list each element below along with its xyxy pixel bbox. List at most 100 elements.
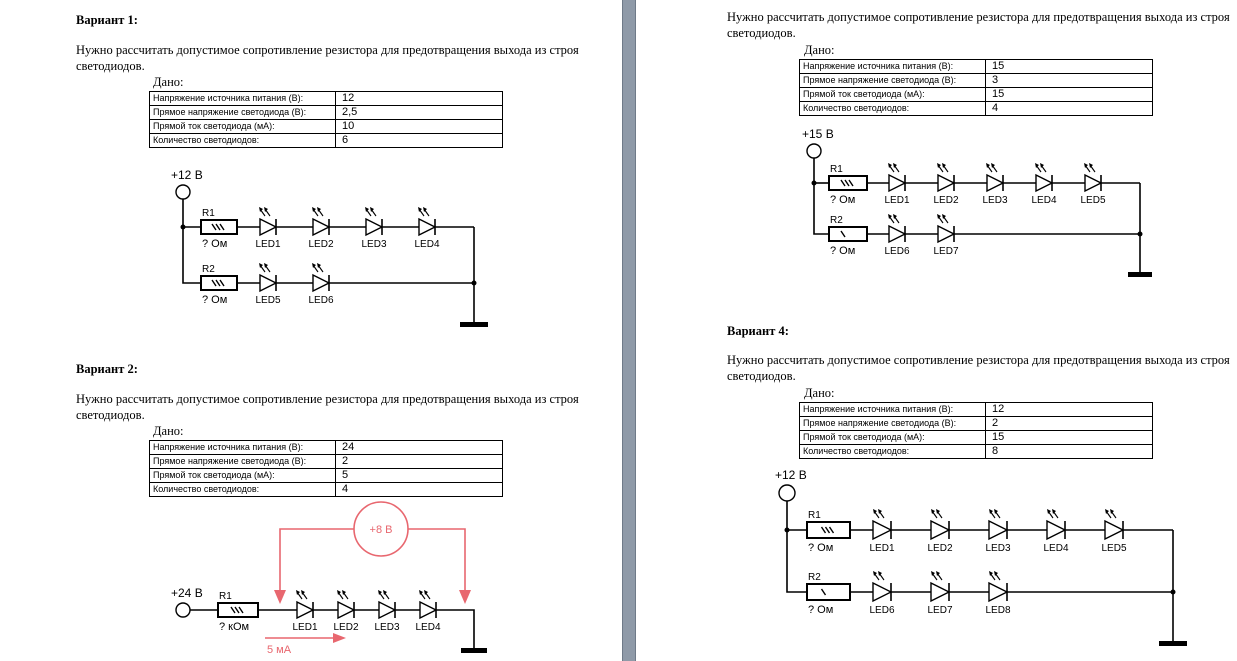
led-label: LED3 bbox=[361, 239, 386, 250]
light-arrowhead-icon bbox=[383, 590, 387, 595]
led-label: LED8 bbox=[985, 605, 1010, 616]
wire bbox=[786, 501, 807, 593]
table-row: Напряжение источника питания (В):12 bbox=[149, 91, 503, 106]
resistor-hatch bbox=[828, 526, 835, 534]
light-arrowhead-icon bbox=[873, 509, 877, 514]
resistor-hatch bbox=[820, 588, 827, 596]
variant-4-title: Вариант 4: bbox=[727, 324, 789, 338]
junction-dot bbox=[180, 224, 186, 230]
light-arrowhead-icon bbox=[259, 263, 263, 268]
table-row: Количество светодиодов:6 bbox=[149, 133, 503, 148]
supply-label: +15 В bbox=[802, 127, 834, 141]
wire bbox=[279, 528, 354, 590]
resistor-hatch bbox=[844, 179, 850, 187]
led-label: LED1 bbox=[292, 622, 317, 633]
led-label: LED3 bbox=[374, 622, 399, 633]
page-gutter bbox=[622, 0, 636, 661]
led-icon bbox=[1046, 519, 1067, 541]
table-row: Прямое напряжение светодиода (В):2 bbox=[799, 416, 1153, 431]
junction-dot bbox=[1170, 589, 1176, 595]
led-label: LED5 bbox=[255, 295, 280, 306]
ground-icon bbox=[460, 322, 488, 327]
resistor-value: ? Ом bbox=[830, 245, 855, 257]
led-icon bbox=[930, 581, 951, 603]
light-arrowhead-icon bbox=[301, 590, 305, 595]
light-arrowhead-icon bbox=[1040, 163, 1044, 168]
variant-1-given-label: Дано: bbox=[153, 75, 184, 89]
resistor-name: R2 bbox=[808, 572, 821, 583]
document-page-left: Вариант 1: Нужно рассчитать допустимое с… bbox=[76, 13, 579, 656]
led-icon bbox=[872, 519, 893, 541]
led-label: LED5 bbox=[1101, 543, 1126, 554]
resistor-hatch bbox=[234, 606, 240, 614]
table-row: Напряжение источника питания (В):24 bbox=[149, 440, 503, 455]
ground-icon bbox=[461, 648, 487, 653]
led-label: LED1 bbox=[884, 195, 909, 206]
table-row: Прямой ток светодиода (мА):5 bbox=[149, 468, 503, 483]
variant-4-task: Нужно рассчитать допустимое сопротивлени… bbox=[727, 353, 1230, 383]
supply-terminal bbox=[778, 484, 796, 502]
resistor-hatch bbox=[840, 179, 846, 187]
light-arrowhead-icon bbox=[259, 207, 263, 212]
current-label: 5 мА bbox=[267, 644, 292, 656]
led-icon bbox=[1084, 173, 1103, 193]
resistor-hatch bbox=[211, 223, 217, 231]
junction-dot bbox=[471, 280, 477, 286]
resistor-body bbox=[806, 583, 851, 601]
variant-3-given-label: Дано: bbox=[804, 43, 835, 57]
light-arrowhead-icon bbox=[1035, 163, 1039, 168]
param-value: 4 bbox=[335, 482, 503, 497]
light-arrowhead-icon bbox=[936, 509, 940, 514]
light-arrowhead-icon bbox=[1084, 163, 1088, 168]
light-arrowhead-icon bbox=[994, 571, 998, 576]
resistor-hatch bbox=[238, 606, 244, 614]
light-arrowhead-icon bbox=[424, 590, 428, 595]
led-icon bbox=[937, 173, 956, 193]
led-icon bbox=[259, 273, 278, 293]
led-icon bbox=[419, 600, 438, 620]
light-arrowhead-icon bbox=[337, 590, 341, 595]
voltage-drop-label: +8 В bbox=[370, 524, 393, 536]
light-arrowhead-icon bbox=[317, 263, 321, 268]
light-arrowhead-icon bbox=[317, 207, 321, 212]
led-icon bbox=[259, 217, 278, 237]
light-arrowhead-icon bbox=[893, 214, 897, 219]
light-arrowhead-icon bbox=[264, 263, 268, 268]
light-arrowhead-icon bbox=[419, 590, 423, 595]
variant-2-given-label: Дано: bbox=[153, 424, 184, 438]
table-row: Напряжение источника питания (В):15 bbox=[799, 59, 1153, 74]
table-row: Напряжение источника питания (В):12 bbox=[799, 402, 1153, 417]
led-label: LED7 bbox=[927, 605, 952, 616]
led-label: LED6 bbox=[884, 246, 909, 257]
resistor-body bbox=[806, 521, 851, 539]
arrow-right-icon bbox=[333, 633, 346, 643]
light-arrowhead-icon bbox=[264, 207, 268, 212]
led-label: LED4 bbox=[415, 622, 440, 633]
resistor-value: ? Ом bbox=[808, 542, 833, 554]
light-arrowhead-icon bbox=[937, 163, 941, 168]
resistor-name: R2 bbox=[830, 215, 843, 226]
variant-2-given-table: Напряжение источника питания (В):24 Прям… bbox=[149, 440, 503, 497]
led-label: LED2 bbox=[333, 622, 358, 633]
resistor-value: ? Ом bbox=[202, 238, 227, 250]
junction-dot bbox=[811, 180, 817, 186]
light-arrowhead-icon bbox=[989, 571, 993, 576]
arrow-down-icon bbox=[459, 590, 471, 604]
param-value: 6 bbox=[335, 133, 503, 148]
light-arrowhead-icon bbox=[931, 509, 935, 514]
led-label: LED2 bbox=[933, 195, 958, 206]
ground-icon bbox=[1159, 641, 1187, 646]
table-row: Количество светодиодов:8 bbox=[799, 444, 1153, 459]
led-label: LED4 bbox=[1043, 543, 1068, 554]
resistor-name: R1 bbox=[808, 510, 821, 521]
led-label: LED2 bbox=[308, 239, 333, 250]
wire bbox=[190, 609, 475, 648]
led-icon bbox=[988, 519, 1009, 541]
led-label: LED1 bbox=[255, 239, 280, 250]
table-row: Прямой ток светодиода (мА):10 bbox=[149, 119, 503, 134]
variant-4-given-label: Дано: bbox=[804, 386, 835, 400]
variant-2-task: Нужно рассчитать допустимое сопротивлени… bbox=[76, 392, 579, 422]
resistor-hatch bbox=[219, 223, 225, 231]
led-label: LED3 bbox=[982, 195, 1007, 206]
led-icon bbox=[312, 217, 331, 237]
